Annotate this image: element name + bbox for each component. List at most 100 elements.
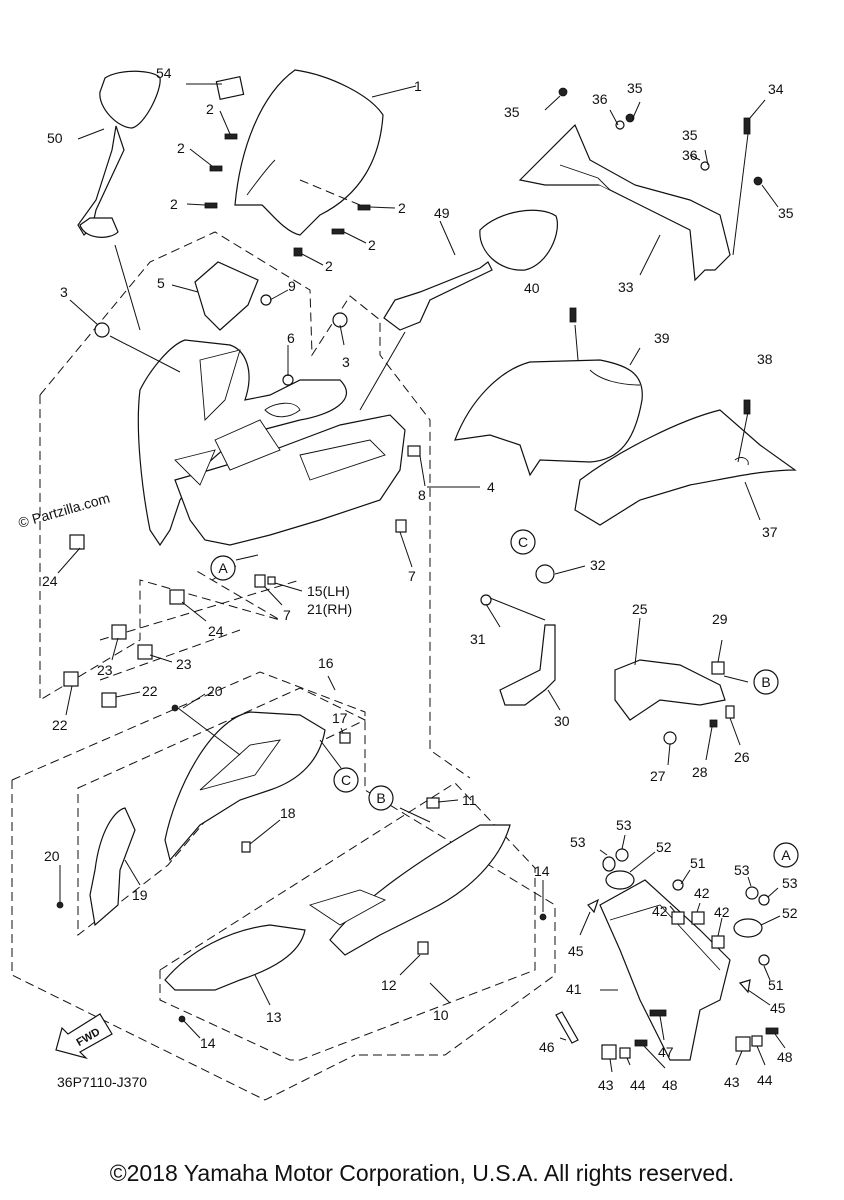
damper-part-53	[615, 848, 629, 862]
callout-51: 51	[768, 977, 784, 993]
callout-16: 16	[318, 655, 334, 671]
callout-14: 14	[534, 863, 550, 879]
callout-14: 14	[200, 1035, 216, 1051]
mirror-right-part-49	[383, 209, 558, 331]
callout-20: 20	[207, 683, 223, 699]
bolt-part-2	[293, 247, 303, 257]
callout-7: 7	[408, 568, 416, 584]
callout-35: 35	[504, 104, 520, 120]
callout-26: 26	[734, 749, 750, 765]
bolt-part-47	[649, 1009, 667, 1017]
callout-42: 42	[694, 885, 710, 901]
damper-part-24	[169, 589, 185, 605]
callout-39: 39	[654, 330, 670, 346]
callout-50: 50	[47, 130, 63, 146]
callout-44: 44	[757, 1072, 773, 1088]
bracket-part-25	[614, 659, 726, 721]
bolt-part-31	[480, 594, 492, 606]
callout-22: 22	[142, 683, 158, 699]
ref-marker-b: B	[753, 669, 779, 695]
callout-10: 10	[433, 1007, 449, 1023]
damper-part-53	[745, 886, 759, 900]
bracket-part-33	[518, 123, 731, 282]
callout-34: 34	[768, 81, 784, 97]
callout-35: 35	[627, 80, 643, 96]
damper-part-22	[63, 671, 79, 687]
callout-44: 44	[630, 1077, 646, 1093]
side-cowling-part-19	[89, 807, 136, 927]
side-cover-part-39	[454, 359, 643, 477]
callout-47: 47	[658, 1044, 674, 1060]
callout-23: 23	[97, 662, 113, 678]
dashed-group-boundaries	[11, 231, 556, 1101]
callout-5: 5	[157, 275, 165, 291]
screw-part-20	[56, 901, 64, 909]
bolt-part-2	[331, 228, 345, 235]
damper-part-22	[101, 692, 117, 708]
callout-20: 20	[44, 848, 60, 864]
damper-part-43	[601, 1044, 617, 1060]
screw-part-14	[539, 913, 547, 921]
callout-11: 11	[462, 792, 477, 808]
svg-text:B: B	[761, 674, 770, 690]
bolt-part-38	[743, 399, 751, 415]
copyright-notice: ©2018 Yamaha Motor Corporation, U.S.A. A…	[109, 1160, 735, 1186]
callout-49: 49	[434, 205, 450, 221]
svg-text:A: A	[781, 847, 791, 863]
callout-7: 7	[283, 607, 291, 623]
svg-text:© Partzilla.com: © Partzilla.com	[16, 489, 111, 530]
screw-part-20	[171, 704, 179, 712]
sticker-part-54	[215, 75, 245, 101]
washer-part-36	[700, 161, 710, 171]
callout-8: 8	[418, 487, 426, 503]
callout-2: 2	[325, 258, 333, 274]
callout-4: 4	[487, 479, 495, 495]
washer-part-36	[615, 120, 625, 130]
reference-markers: A A B B C C	[210, 529, 799, 868]
bolt-part-34	[743, 117, 751, 135]
clip-part-12	[417, 941, 429, 955]
callout-32: 32	[590, 557, 606, 573]
callout-13: 13	[266, 1009, 282, 1025]
ref-marker-a: A	[773, 842, 799, 868]
callout-43: 43	[598, 1077, 614, 1093]
callout-53: 53	[616, 817, 632, 833]
plate-part-52	[605, 870, 635, 890]
damper-part-23	[111, 624, 127, 640]
callout-3: 3	[342, 354, 350, 370]
clip-part-7	[395, 519, 407, 533]
callout-53: 53	[782, 875, 798, 891]
clip-part-11	[426, 797, 440, 809]
callout-19: 19	[132, 887, 148, 903]
callout-53: 53	[734, 862, 750, 878]
callout-40: 40	[524, 280, 540, 296]
damper-part-53	[758, 894, 770, 906]
callout-18: 18	[280, 805, 296, 821]
callout-24: 24	[208, 623, 224, 639]
callout-46: 46	[539, 1039, 555, 1055]
clip-part-45	[738, 979, 751, 994]
under-cowling-part-13	[164, 924, 306, 991]
callout-35: 35	[682, 127, 698, 143]
callout-48: 48	[662, 1077, 678, 1093]
ref-marker-a: A	[210, 555, 236, 581]
clip-part-45	[587, 898, 600, 914]
collar-part-44	[619, 1047, 631, 1059]
clip-part-17	[339, 732, 351, 744]
nut-part-9	[260, 294, 272, 306]
front-cowling-part-4	[137, 339, 406, 547]
damper-part-43	[735, 1036, 751, 1052]
bolt-part-40	[569, 307, 577, 323]
callout-27: 27	[650, 768, 666, 784]
svg-text:B: B	[376, 790, 385, 806]
ref-marker-b: B	[368, 785, 394, 811]
nut-part-27	[663, 731, 677, 745]
callout-2: 2	[206, 101, 214, 117]
bolt-part-35	[753, 176, 763, 186]
nut-part-51	[758, 954, 770, 966]
callout-41: 41	[566, 981, 582, 997]
callout-9: 9	[288, 278, 296, 294]
ref-marker-c: C	[510, 529, 536, 555]
clip-part-15-21	[267, 576, 276, 585]
